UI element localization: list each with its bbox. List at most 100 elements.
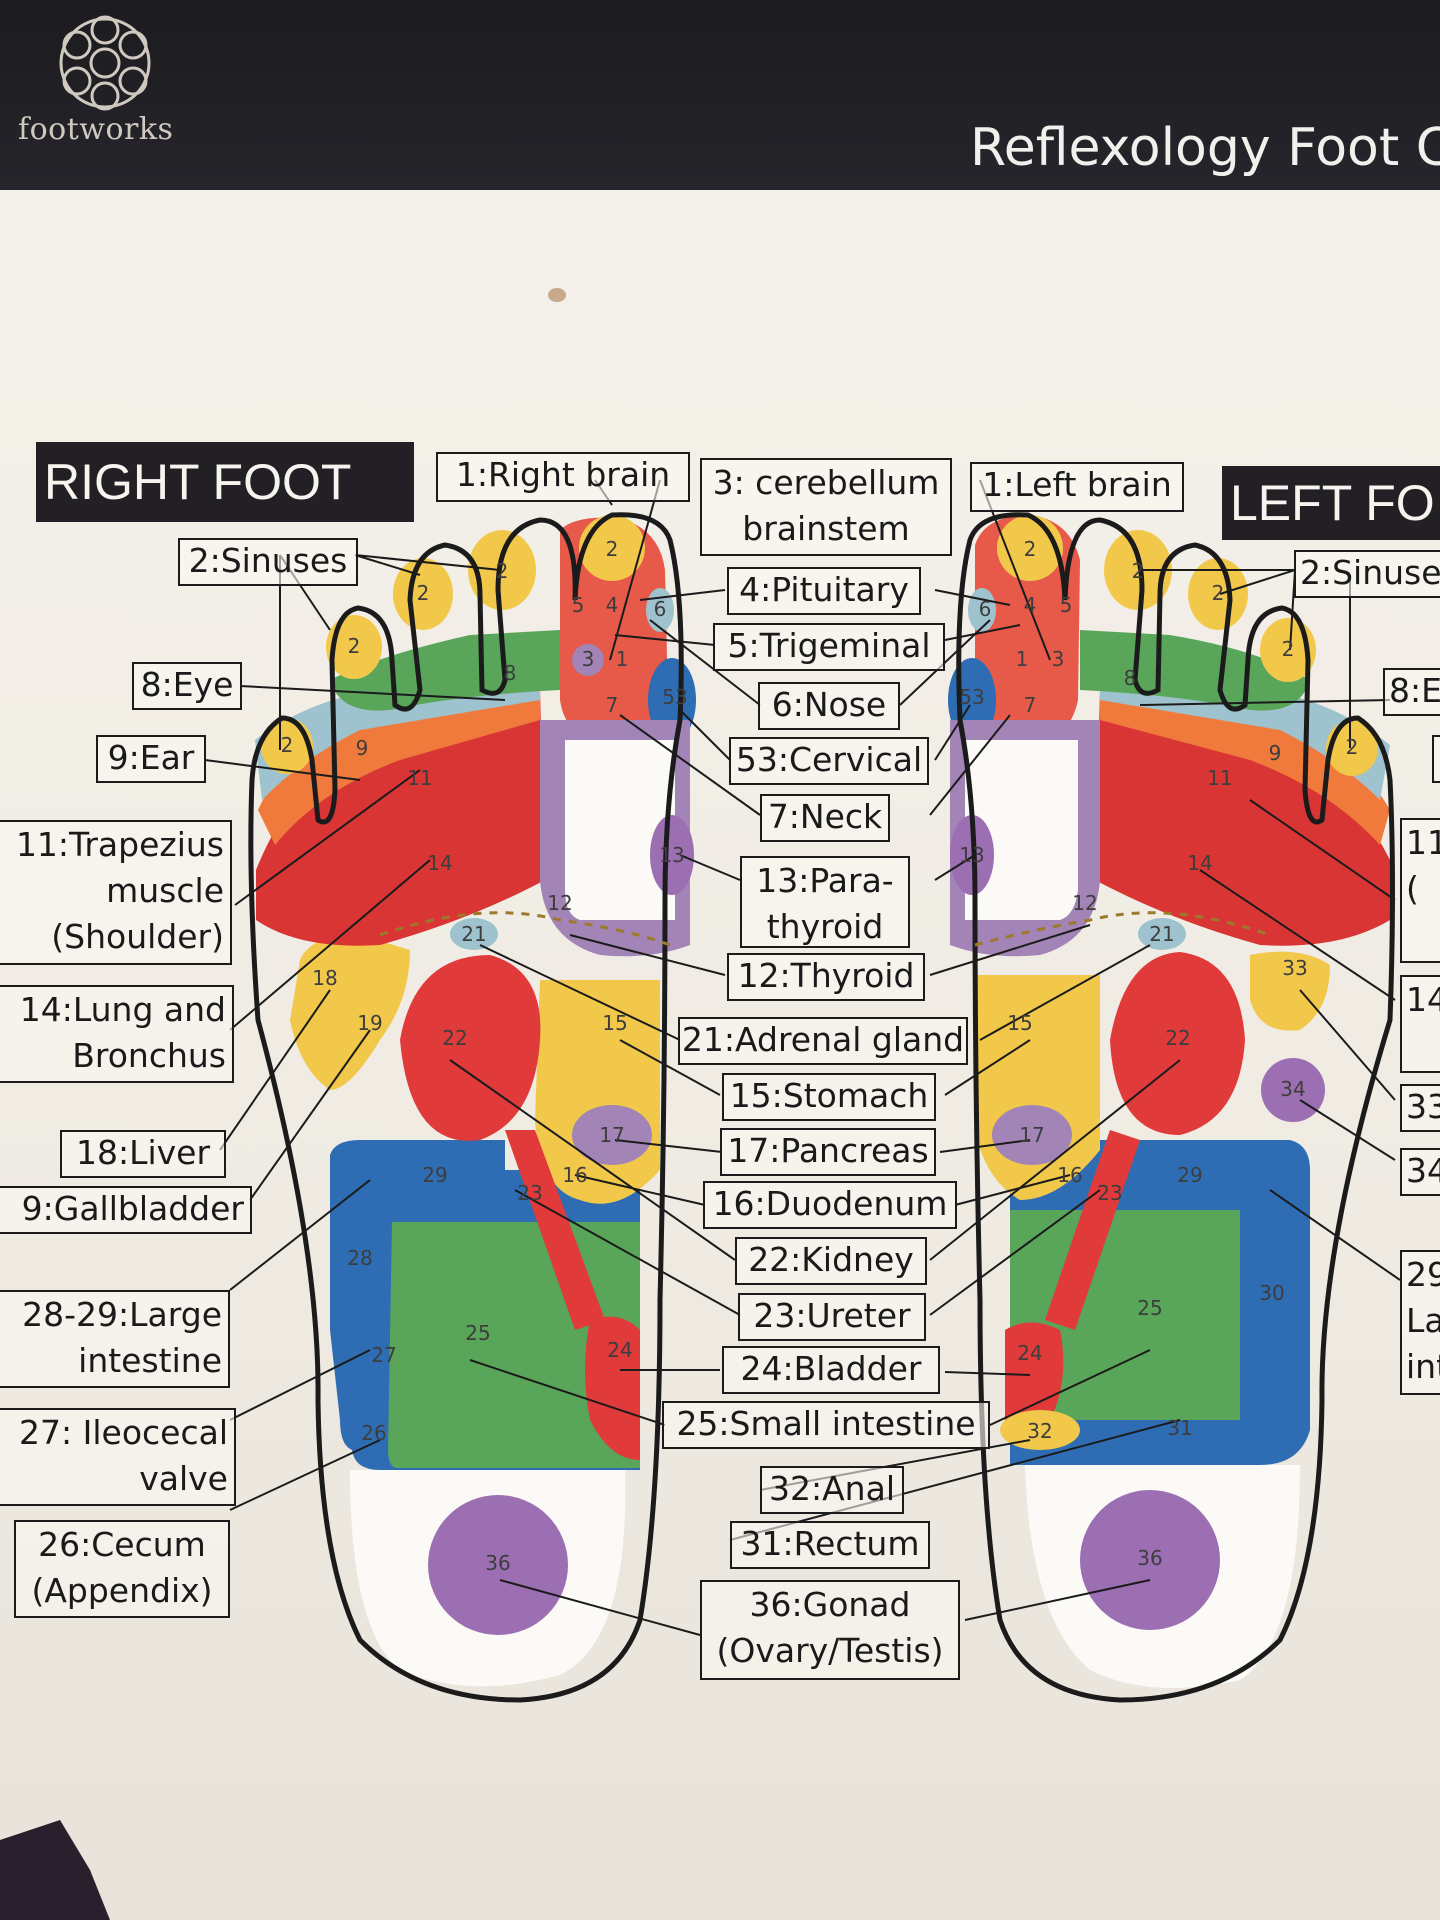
zone-11-left: 11: [1207, 766, 1232, 790]
left-foot: [948, 512, 1395, 1703]
label-trigeminal: 5:Trigeminal: [713, 623, 945, 671]
zone-2-right-t2: 2: [496, 559, 509, 583]
right-toe-5: [261, 718, 313, 774]
left-big-toe-zone: [975, 515, 1080, 745]
label-right-liver: 18:Liver: [60, 1130, 226, 1178]
label-left-sinuses: 2:Sinuse: [1294, 550, 1440, 598]
left-pancreas-zone: [992, 1105, 1072, 1165]
label-right-sinuses: 2:Sinuses: [178, 538, 358, 586]
zone-30-left: 30: [1259, 1281, 1284, 1305]
label-right-ileocecal: 27: Ileocecal valve: [0, 1408, 236, 1506]
label-right-brain: 1:Right brain: [436, 452, 690, 502]
zone-7-right: 7: [606, 693, 619, 717]
label-thyroid: 12:Thyroid: [727, 953, 925, 1001]
left-diaphragm-line: [974, 911, 1271, 947]
zone-22-left: 22: [1165, 1026, 1190, 1050]
zone-17-left: 17: [1019, 1123, 1044, 1147]
right-kidney-zone: [400, 955, 541, 1141]
left-spleen-zone: [1250, 951, 1330, 1031]
left-adrenal-zone: [1138, 918, 1186, 950]
zone-16-right: 16: [562, 1163, 587, 1187]
label-small-intestine: 25:Small intestine: [662, 1401, 990, 1449]
zone-8-left: 8: [1124, 666, 1137, 690]
label-left-34: 34: [1400, 1148, 1440, 1196]
zone-25-right: 25: [465, 1321, 490, 1345]
right-foot-outline: [248, 512, 684, 1703]
label-anal: 32:Anal: [760, 1466, 904, 1514]
right-pancreas-zone: [572, 1105, 652, 1165]
zone-23-right: 23: [517, 1181, 542, 1205]
label-left-33: 33: [1400, 1084, 1440, 1132]
chart-title: Reflexology Foot C: [970, 118, 1440, 178]
zone-23-left: 23: [1097, 1181, 1122, 1205]
flower-mandala-icon: [59, 15, 151, 111]
zone-15-right: 15: [602, 1011, 627, 1035]
zone-29-right: 29: [422, 1163, 447, 1187]
zone-2-left-t2: 2: [1132, 559, 1145, 583]
left-ureter-zone: [1045, 1130, 1140, 1330]
zone-2-left-big: 2: [1024, 537, 1037, 561]
zone-34-left: 34: [1280, 1077, 1305, 1101]
label-pancreas: 17:Pancreas: [720, 1128, 936, 1176]
right-foot: [248, 512, 696, 1703]
zone-2-left-t3: 2: [1212, 581, 1225, 605]
zone-9-left: 9: [1269, 741, 1282, 765]
right-thyroid-inner: [565, 740, 675, 920]
zone-2-right-t4: 2: [348, 634, 361, 658]
zone-3-left: 3: [1052, 647, 1065, 671]
zone-17-right: 17: [599, 1123, 624, 1147]
label-neck: 7:Neck: [760, 794, 890, 842]
right-big-toe-zone: [560, 517, 668, 745]
zone-27-right: 27: [371, 1343, 396, 1367]
right-ureter-zone: [505, 1130, 605, 1330]
zone-2-left-t5: 2: [1346, 735, 1359, 759]
label-right-gallbladder: 9:Gallbladder: [0, 1186, 252, 1234]
right-toe-2: [468, 530, 536, 610]
zone-13-right: 13: [659, 843, 684, 867]
zone-32-left: 32: [1027, 1419, 1052, 1443]
right-liver-zone: [290, 935, 410, 1090]
right-ear-zone: [255, 675, 540, 800]
paper-stain: [548, 288, 566, 302]
right-bladder-zone: [585, 1316, 640, 1460]
right-toe-4: [326, 615, 382, 679]
zone-1-left: 1: [1016, 647, 1029, 671]
right-trapezius-zone: [258, 680, 540, 845]
left-trapezius-zone: [1100, 680, 1390, 845]
zone-28-right: 28: [347, 1246, 372, 1270]
zone-7-left: 7: [1024, 693, 1037, 717]
right-toe-3: [393, 558, 453, 630]
zone-24-right: 24: [607, 1338, 632, 1362]
zone-6-left: 6: [979, 597, 992, 621]
zone-18-right: 18: [312, 966, 337, 990]
zone-1-right: 1: [616, 647, 629, 671]
label-bladder: 24:Bladder: [722, 1346, 940, 1394]
zone-25-left: 25: [1137, 1296, 1162, 1320]
label-left-lung: 14: [1400, 975, 1440, 1073]
zone-9-right: 9: [356, 736, 369, 760]
zone-19-right: 19: [357, 1011, 382, 1035]
zone-36-right: 36: [485, 1551, 510, 1575]
right-diaphragm-line: [379, 911, 671, 947]
left-anal-zone: [1000, 1410, 1080, 1450]
label-right-trapezius: 11:Trapezius muscle (Shoulder): [0, 820, 232, 965]
left-toe-2: [1104, 530, 1172, 610]
zone-4-left: 4: [1024, 593, 1037, 617]
zone-31-left: 31: [1167, 1416, 1192, 1440]
label-right-large-intestine: 28-29:Large intestine: [0, 1290, 230, 1388]
zone-53-left: 53: [959, 685, 984, 709]
label-nose: 6:Nose: [758, 682, 900, 730]
label-rectum: 31:Rectum: [730, 1521, 930, 1569]
left-lung-zone: [1095, 690, 1390, 946]
zone-16-left: 16: [1057, 1163, 1082, 1187]
zone-6-right: 6: [654, 597, 667, 621]
zone-13-left: 13: [959, 843, 984, 867]
label-cerebellum: 3: cerebellum brainstem: [700, 458, 952, 556]
label-kidney: 22:Kidney: [735, 1237, 927, 1285]
zone-21-right: 21: [461, 922, 486, 946]
zone-14-right: 14: [427, 851, 452, 875]
label-left-eye: 8:E: [1383, 668, 1440, 716]
zone-36-left: 36: [1137, 1546, 1162, 1570]
zone-26-right: 26: [361, 1421, 386, 1445]
zone-5-left: 5: [1060, 593, 1073, 617]
